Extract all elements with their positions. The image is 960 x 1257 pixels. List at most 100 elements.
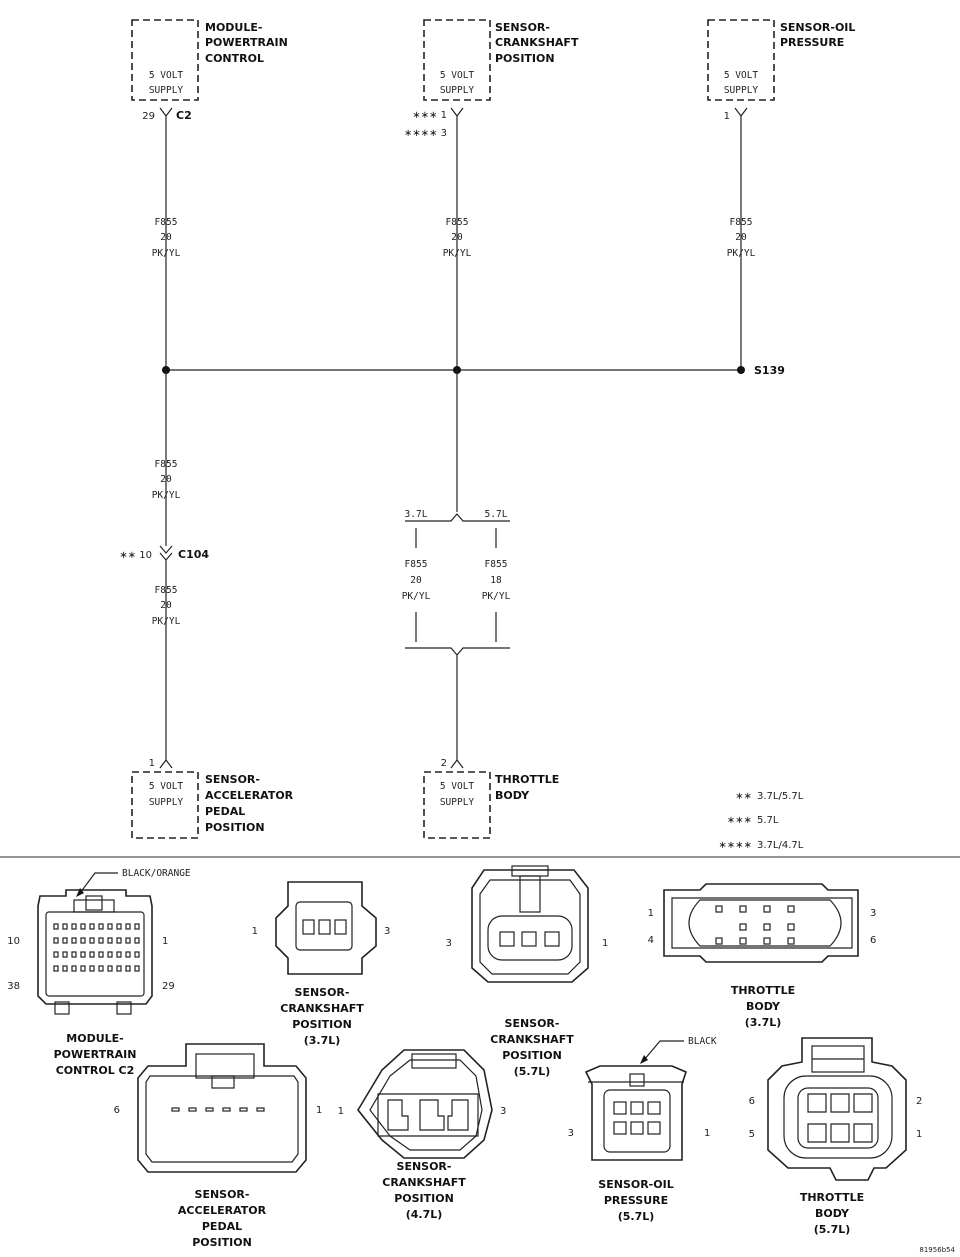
pin-cavity (125, 965, 131, 972)
tb-name-1: THROTTLE (495, 773, 559, 786)
pin-cavity (188, 1107, 197, 1112)
ckp-top-name-1: SENSOR- (495, 21, 550, 34)
svg-text:20: 20 (160, 600, 172, 611)
pin-cavity (134, 965, 140, 972)
pin-cavity (134, 951, 140, 958)
wire-label-split-37: F855 20 PK/YL (402, 559, 431, 602)
splice-label: S139 (754, 364, 785, 377)
pin-cavity (62, 965, 68, 972)
pin-cavity (134, 923, 140, 930)
ckp-top-pin-a: ∗∗∗ 1 (412, 110, 447, 121)
oil-color-note: BLACK (688, 1036, 717, 1047)
pcm-color-leader (79, 872, 118, 894)
pcm-supply-2: SUPPLY (149, 85, 184, 96)
oil-top-name-2: PRESSURE (780, 36, 844, 49)
pin-cavity (239, 1107, 248, 1112)
svg-text:20: 20 (160, 474, 172, 485)
svg-text:POSITION: POSITION (192, 1236, 252, 1249)
svg-text:20: 20 (451, 232, 463, 243)
svg-text:F855: F855 (155, 459, 178, 470)
pin-cavity (89, 965, 95, 972)
app-component: 5 VOLT SUPPLY SENSOR- ACCELERATOR PEDAL … (131, 771, 294, 839)
svg-text:POWERTRAIN: POWERTRAIN (54, 1048, 137, 1061)
svg-text:(5.7L): (5.7L) (814, 1223, 851, 1236)
svg-text:20: 20 (160, 232, 172, 243)
svg-text:3: 3 (500, 1106, 506, 1117)
oil-top-name-1: SENSOR-OIL (780, 21, 855, 34)
pin-cavity (256, 1107, 265, 1112)
pin-cavity (98, 937, 104, 944)
svg-text:PK/YL: PK/YL (482, 591, 511, 602)
ckp-top-supply-1: 5 VOLT (440, 70, 475, 81)
pin-cavity (80, 951, 86, 958)
pin-cavity (787, 905, 795, 913)
pin-cavity (739, 905, 747, 913)
pin-cavity (787, 937, 795, 945)
wire-label-oil: F855 20 PK/YL (727, 217, 756, 259)
app-name-2: ACCELERATOR (205, 789, 294, 802)
svg-text:1: 1 (162, 936, 168, 947)
pin-cavity (763, 905, 771, 913)
pin-cavity (62, 937, 68, 944)
ckp-top-name-2: CRANKSHAFT (495, 36, 579, 49)
svg-text:POSITION: POSITION (394, 1192, 454, 1205)
app-name-3: PEDAL (205, 805, 245, 818)
c104-mark: ∗∗ 10 (119, 550, 152, 561)
svg-text:SENSOR-: SENSOR- (295, 986, 350, 999)
pcm-name-2: POWERTRAIN (205, 36, 288, 49)
splice-node-right (737, 366, 745, 374)
svg-text:SUPPLY: SUPPLY (149, 797, 184, 808)
connector-pcm-c2: BLACK/ORANGE 10 1 38 29 MODULE- POWERTRA… (7, 868, 191, 1077)
svg-text:PK/YL: PK/YL (152, 248, 181, 259)
pin-cavity (116, 951, 122, 958)
connector-ckp-37: 1 3 SENSOR- CRANKSHAFT POSITION (3.7L) (252, 881, 390, 1047)
split-brace-bottom (405, 647, 510, 656)
pin-cavity (80, 937, 86, 944)
svg-text:3: 3 (446, 938, 452, 949)
ckp-top-component: SENSOR- CRANKSHAFT POSITION 5 VOLT SUPPL… (404, 19, 579, 139)
svg-text:1: 1 (916, 1129, 922, 1140)
pin-cavity (116, 965, 122, 972)
pin-cavity (171, 1107, 180, 1112)
svg-text:6: 6 (114, 1105, 120, 1116)
svg-text:PEDAL: PEDAL (202, 1220, 242, 1233)
connector-app: 6 1 SENSOR- ACCELERATOR PEDAL POSITION (114, 1043, 322, 1249)
app-name-4: POSITION (205, 821, 265, 834)
svg-text:18: 18 (490, 575, 502, 586)
svg-text:1: 1 (252, 926, 258, 937)
svg-text:5 VOLT: 5 VOLT (149, 781, 184, 792)
pin-cavity (763, 937, 771, 945)
pin-cavity (739, 923, 747, 931)
ckp-top-supply-2: SUPPLY (440, 85, 475, 96)
pin-cavity (125, 951, 131, 958)
pin-cavity (205, 1107, 214, 1112)
svg-text:PK/YL: PK/YL (443, 248, 472, 259)
svg-text:PK/YL: PK/YL (727, 248, 756, 259)
pin-cavity (116, 923, 122, 930)
pcm-pin: 29 (142, 111, 155, 122)
connector-oil-57: BLACK 3 1 SENSOR-OIL PRESSURE (5.7L) (568, 1036, 717, 1223)
pin-cavity (62, 923, 68, 930)
svg-text:BODY: BODY (746, 1000, 781, 1013)
oil-top-component: SENSOR-OIL PRESSURE 5 VOLT SUPPLY 1 (707, 19, 855, 122)
svg-text:CONTROL C2: CONTROL C2 (56, 1064, 135, 1077)
svg-text:POSITION: POSITION (502, 1049, 562, 1062)
svg-text:(5.7L): (5.7L) (514, 1065, 551, 1078)
pcm-component: MODULE- POWERTRAIN CONTROL 5 VOLT SUPPLY… (131, 19, 288, 122)
tb-pin-symbol (450, 759, 464, 769)
legend-mark-1: ∗∗ (735, 791, 752, 802)
oil-top-supply-1: 5 VOLT (724, 70, 759, 81)
svg-text:THROTTLE: THROTTLE (800, 1191, 864, 1204)
pin-cavity (107, 965, 113, 972)
pin-cavity (53, 965, 59, 972)
pin-cavity (125, 937, 131, 944)
pin-cavity (98, 923, 104, 930)
svg-text:3: 3 (384, 926, 390, 937)
pin-cavity (715, 937, 723, 945)
svg-text:SENSOR-: SENSOR- (195, 1188, 250, 1201)
tb-pin: 2 (441, 758, 447, 769)
svg-text:1: 1 (316, 1105, 322, 1116)
pin-cavity (71, 937, 77, 944)
svg-text:20: 20 (410, 575, 422, 586)
